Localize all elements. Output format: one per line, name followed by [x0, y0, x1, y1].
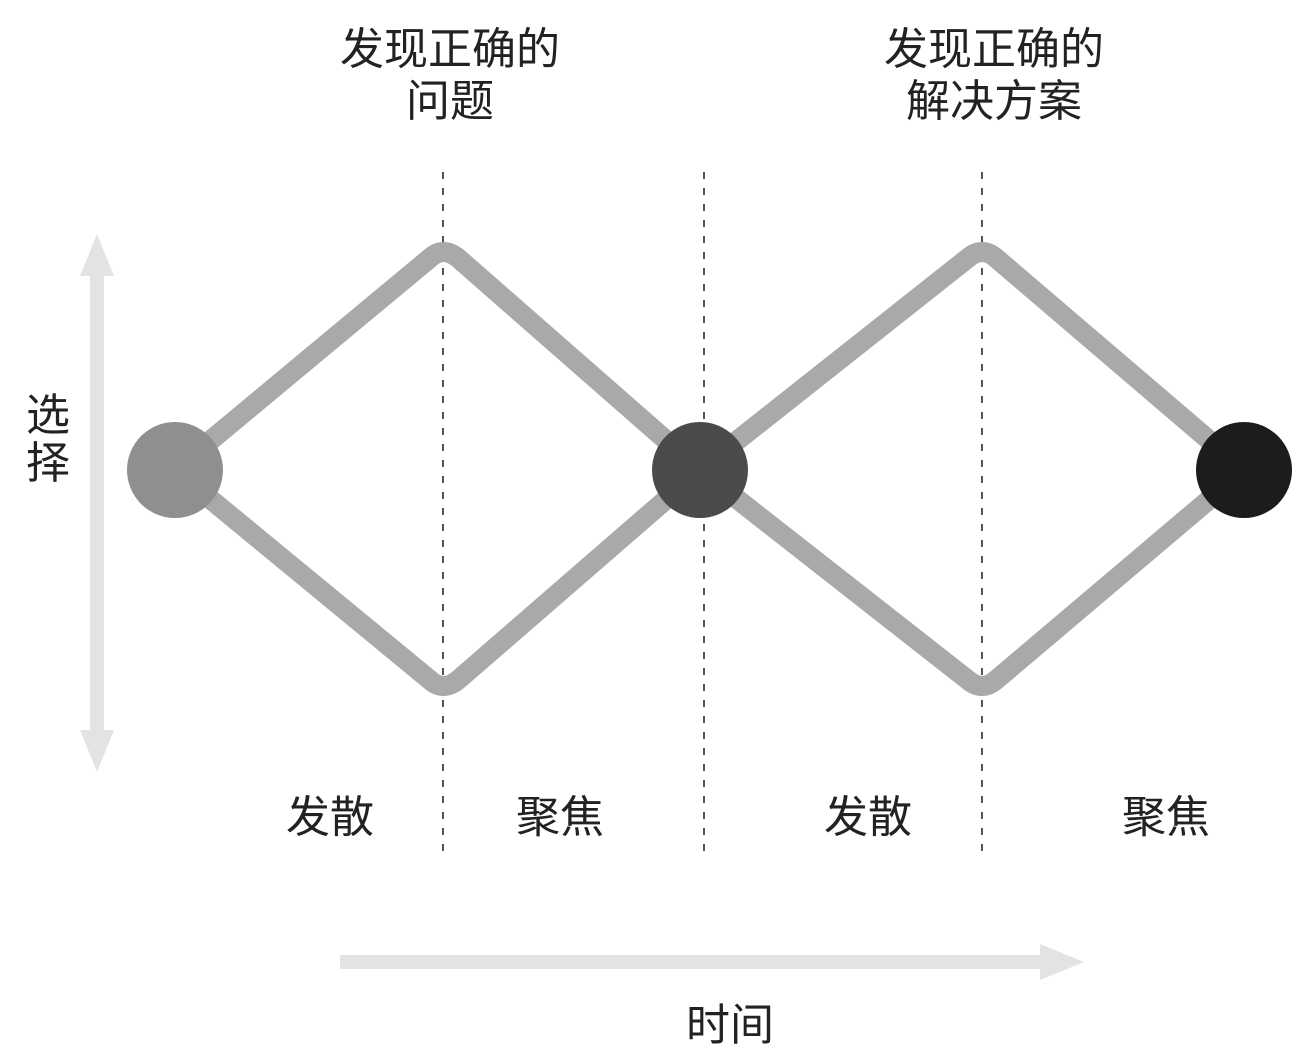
problem-label-line1: 发现正确的 — [340, 24, 560, 75]
end-node — [1196, 422, 1292, 518]
problem-label: 发现正确的 问题 — [330, 24, 570, 128]
problem-label-line2: 问题 — [406, 75, 494, 127]
start-node — [127, 422, 223, 518]
choice-axis-arrow — [80, 234, 114, 772]
phase-label-converge-2: 聚焦 — [1122, 792, 1210, 843]
phase-label-diverge-1: 发散 — [286, 792, 374, 843]
phase-label-diverge-2: 发散 — [824, 792, 912, 843]
choice-axis-label: 选 择 — [20, 390, 76, 490]
solution-label-line1: 发现正确的 — [884, 24, 1104, 75]
problem-diamond — [165, 242, 710, 696]
solution-diamond — [690, 242, 1254, 696]
choice-axis-label-line2: 择 — [26, 438, 70, 490]
phase-label-converge-1: 聚焦 — [516, 792, 604, 843]
solution-label-line2: 解决方案 — [906, 75, 1082, 127]
solution-label: 发现正确的 解决方案 — [874, 24, 1114, 128]
time-axis-label: 时间 — [686, 1000, 774, 1051]
choice-axis-label-line1: 选 — [26, 390, 70, 441]
middle-node — [652, 422, 748, 518]
time-axis-arrow — [340, 944, 1084, 980]
